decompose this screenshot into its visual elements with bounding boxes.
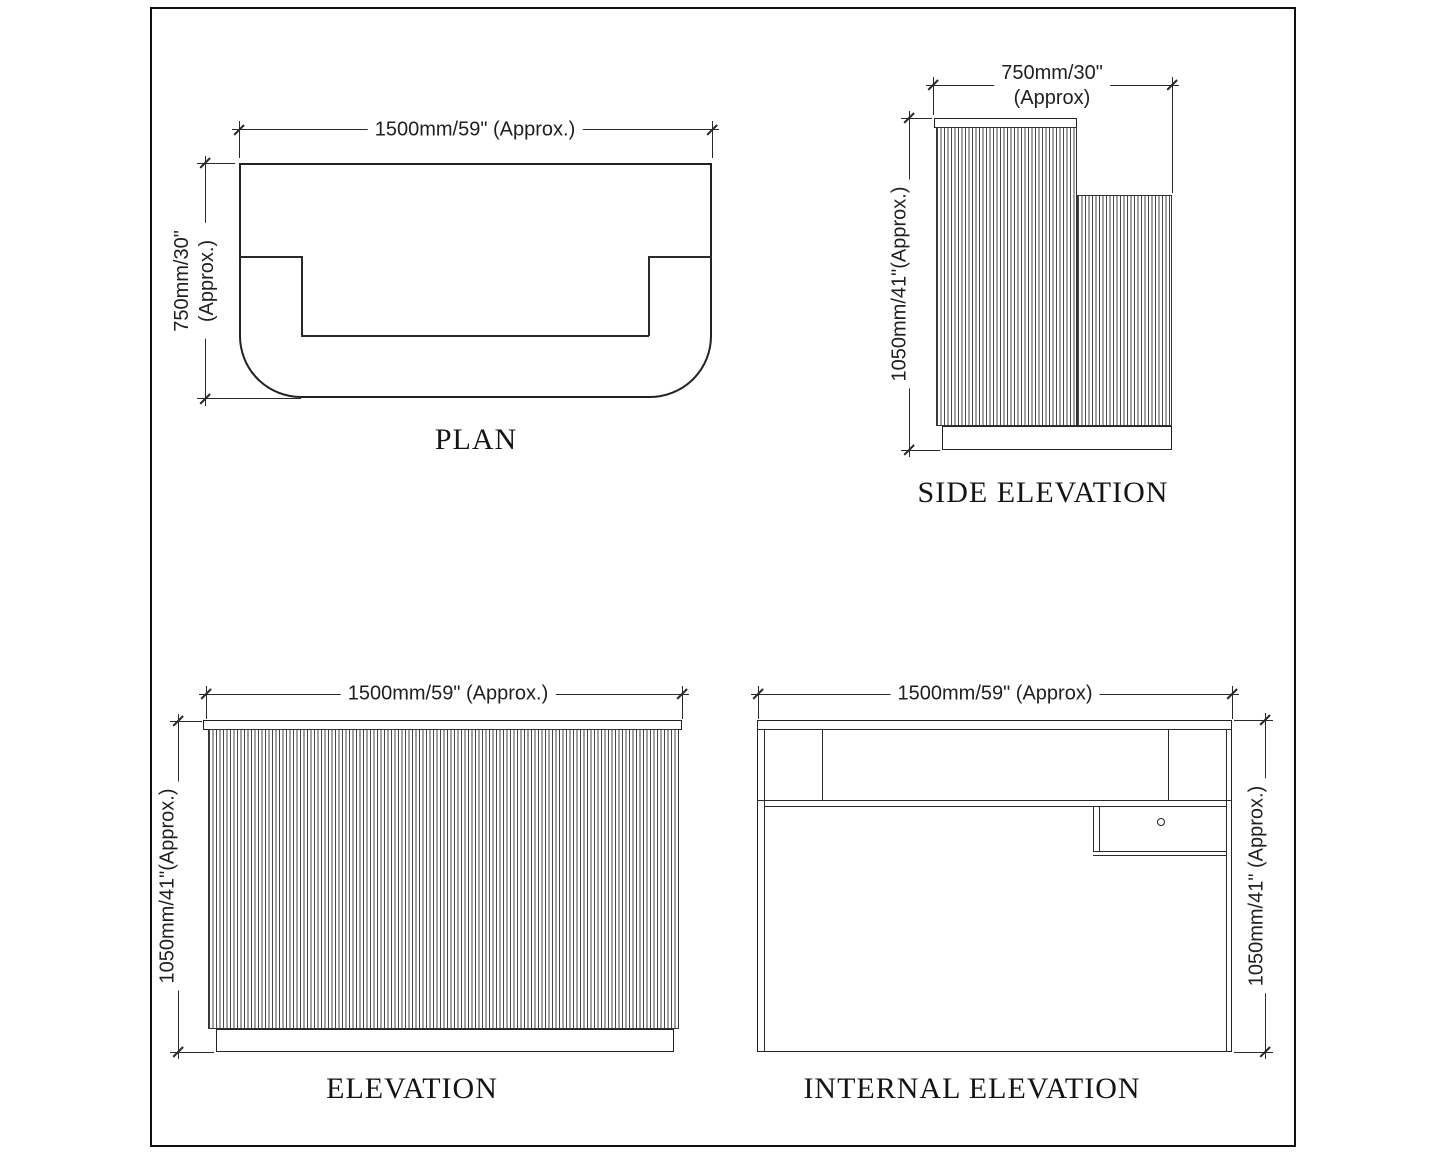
plan-inner-line [239,256,302,258]
elevation-width-dimension: 1500mm/59" (Approx.) [340,681,556,707]
side-extension-line [932,77,934,115]
plan-extension-line [238,121,240,158]
plan-extension-line [711,121,713,158]
elevation-height-dimension: 1050mm/41"(Approx.) [155,781,181,991]
internal-shelf-line [764,806,1226,808]
internal-counter-band-line [757,729,1232,731]
drawer-bottom-line [1093,851,1226,853]
side-width-dimension-line1: 750mm/30" [1001,62,1103,84]
elevation-extension-line [170,720,202,722]
plan-extension-line [197,397,301,399]
plan-extension-line [197,162,235,164]
plan-depth-dimension: 750mm/30" (Approx.) [170,223,220,339]
drawer-bottom-line [1093,855,1226,857]
internal-upper-divider [822,730,824,801]
elevation-label: ELEVATION [326,1072,498,1105]
elevation-fluted-panel [208,729,679,1029]
side-width-dimension-line2: (Approx) [1013,87,1091,109]
side-extension-line [1171,77,1173,193]
plan-inner-line [301,256,303,336]
plan-outline [239,163,712,398]
drawer-side-line [1099,806,1101,852]
elevation-plinth [216,1029,674,1052]
plan-depth-dimension-line2: (Approx.) [196,239,218,323]
internal-left-panel-line [764,729,766,1052]
drawer-side-line [1093,806,1095,852]
side-plinth [942,426,1172,450]
elevation-extension-line [170,1051,214,1053]
plan-inner-line [301,335,649,337]
internal-extension-line [757,686,759,719]
side-fluted-panel-low [1077,195,1172,426]
elevation-extension-line [681,686,683,719]
drawer-knob [1157,818,1165,826]
plan-label: PLAN [434,423,518,456]
internal-extension-line [1234,1051,1273,1053]
internal-right-panel-line [1226,729,1228,1052]
side-elevation-label: SIDE ELEVATION [917,476,1169,509]
side-fluted-panel-high [936,127,1077,426]
elevation-extension-line [205,686,207,719]
internal-height-dimension: 1050mm/41" (Approx.) [1244,778,1270,994]
internal-outline [757,720,1232,1052]
plan-inner-line [649,256,712,258]
internal-extension-line [1231,686,1233,719]
plan-inner-line [648,256,650,336]
internal-elevation-label: INTERNAL ELEVATION [803,1072,1141,1105]
internal-upper-divider [1168,730,1170,801]
side-extension-line [901,449,940,451]
sheet-border [150,7,1296,1147]
plan-depth-dimension-line1: 750mm/30" [171,230,193,332]
internal-width-dimension: 1500mm/59" (Approx) [890,681,1100,707]
internal-extension-line [1234,719,1273,721]
internal-shelf-line [758,800,1231,802]
side-height-dimension: 1050mm/41"(Approx.) [887,179,913,389]
plan-width-dimension: 1500mm/59" (Approx.) [367,117,583,143]
side-extension-line [901,117,932,119]
side-width-dimension: 750mm/30" (Approx) [994,61,1110,111]
